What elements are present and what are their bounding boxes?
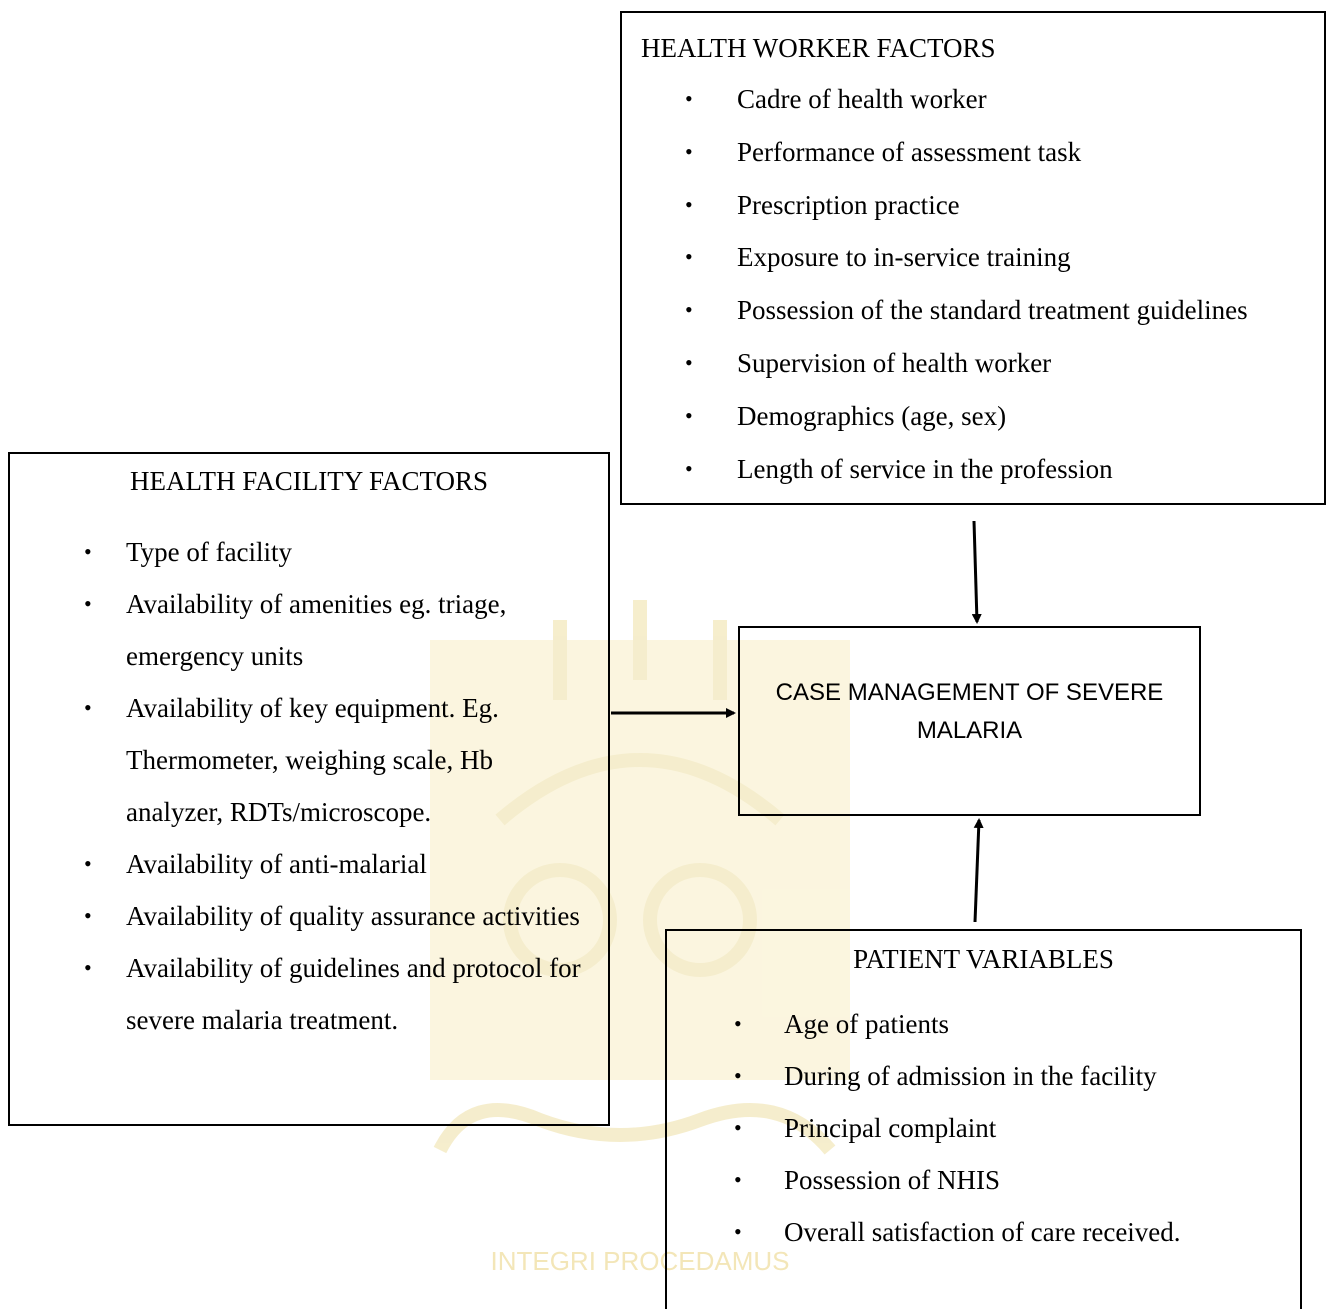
list-item: • Availability of guidelines and protocol… xyxy=(10,942,596,1046)
bullet-icon: • xyxy=(685,297,693,323)
list-item-text: Availability of key equipment. Eg. Therm… xyxy=(126,693,499,827)
list-item-text: Availability of quality assurance activi… xyxy=(126,901,580,931)
list-item: • Length of service in the profession xyxy=(622,453,1248,506)
list-item: • Possession of the standard treatment gu… xyxy=(622,294,1248,347)
list-item: • Possession of NHIS xyxy=(667,1164,1181,1216)
list-item: • Availability of amenities eg. triage, e… xyxy=(10,578,596,682)
watermark-motto: INTEGRI PROCEDAMUS xyxy=(490,1246,789,1276)
bullet-icon: • xyxy=(84,903,92,928)
bullet-icon: • xyxy=(734,1167,742,1192)
bullet-icon: • xyxy=(685,349,693,375)
list-item-text: Principal complaint xyxy=(784,1113,997,1143)
bullet-icon: • xyxy=(84,955,92,980)
list-item-text: Availability of guidelines and protocol … xyxy=(126,953,581,1035)
list-item-text: During of admission in the facility xyxy=(784,1061,1157,1091)
list-item: • Prescription practice xyxy=(622,189,1248,242)
list-item-text: Availability of anti-malarial xyxy=(126,849,427,879)
bullet-icon: • xyxy=(734,1115,742,1140)
list-item: • Type of facility xyxy=(10,526,596,578)
list-item-text: Overall satisfaction of care received. xyxy=(784,1217,1181,1247)
list-item-text: Supervision of health worker xyxy=(737,347,1052,378)
health-worker-heading: HEALTH WORKER FACTORS xyxy=(641,33,996,63)
list-item-text: Prescription practice xyxy=(737,189,960,220)
list-item: • Demographics (age, sex) xyxy=(622,400,1248,453)
list-item: • Availability of key equipment. Eg. Ther… xyxy=(10,682,596,838)
patient-variables-heading: PATIENT VARIABLES xyxy=(853,944,1114,974)
list-item-text: Demographics (age, sex) xyxy=(737,400,1007,431)
bullet-icon: • xyxy=(685,402,693,428)
list-item-text: Type of facility xyxy=(126,537,293,567)
list-item-text: Availability of amenities eg. triage, em… xyxy=(126,589,507,671)
health-worker-factors-box: HEALTH WORKER FACTORS • Cadre of health w… xyxy=(620,11,1326,505)
health-facility-factors-box: HEALTH FACILITY FACTORS • Type of facilit… xyxy=(8,452,610,1126)
bullet-icon: • xyxy=(685,138,693,164)
list-item: • Age of patients xyxy=(667,1008,1181,1060)
list-item-text: Length of service in the profession xyxy=(737,453,1113,484)
bullet-icon: • xyxy=(84,539,92,564)
case-management-label: CASE MANAGEMENT OF SEVERE MALARIA xyxy=(775,679,1164,744)
bullet-icon: • xyxy=(685,191,693,217)
list-item-text: Possession of the standard treatment gui… xyxy=(737,295,1248,326)
list-item: • Availability of anti-malarial xyxy=(10,838,596,890)
list-item-text: Possession of NHIS xyxy=(784,1165,1001,1195)
list-item: • Supervision of health worker xyxy=(622,347,1248,400)
bullet-icon: • xyxy=(734,1063,742,1088)
list-item: • Performance of assessment task xyxy=(622,136,1248,189)
bullet-icon: • xyxy=(685,86,693,111)
bullet-icon: • xyxy=(84,851,92,876)
list-item-text: Age of patients xyxy=(784,1009,949,1039)
bullet-icon: • xyxy=(734,1011,742,1036)
case-management-box: CASE MANAGEMENT OF SEVERE MALARIA xyxy=(738,626,1201,816)
list-item: • Cadre of health worker xyxy=(622,83,1248,136)
list-item-text: Exposure to in-service training xyxy=(737,242,1071,273)
bullet-icon: • xyxy=(734,1219,742,1244)
health-facility-list: • Type of facility • Availability of ameni… xyxy=(10,526,596,1046)
list-item: • Principal complaint xyxy=(667,1112,1181,1164)
bullet-icon: • xyxy=(84,695,92,720)
list-item-text: Performance of assessment task xyxy=(737,136,1082,167)
bullet-icon: • xyxy=(84,591,92,616)
list-item: • Overall satisfaction of care received. xyxy=(667,1216,1181,1268)
bullet-icon: • xyxy=(685,455,693,481)
list-item: • During of admission in the facility xyxy=(667,1060,1181,1112)
list-item-text: Cadre of health worker xyxy=(737,84,987,114)
list-item: • Exposure to in-service training xyxy=(622,241,1248,294)
list-item: • Availability of quality assurance activ… xyxy=(10,890,596,942)
health-worker-list: • Cadre of health worker • Performance of … xyxy=(622,83,1248,505)
bullet-icon: • xyxy=(685,244,693,270)
patient-variables-box: PATIENT VARIABLES • Age of patients • Duri… xyxy=(665,929,1302,1309)
health-facility-heading: HEALTH FACILITY FACTORS xyxy=(129,466,489,496)
patient-variables-list: • Age of patients • During of admission in… xyxy=(667,1008,1181,1268)
